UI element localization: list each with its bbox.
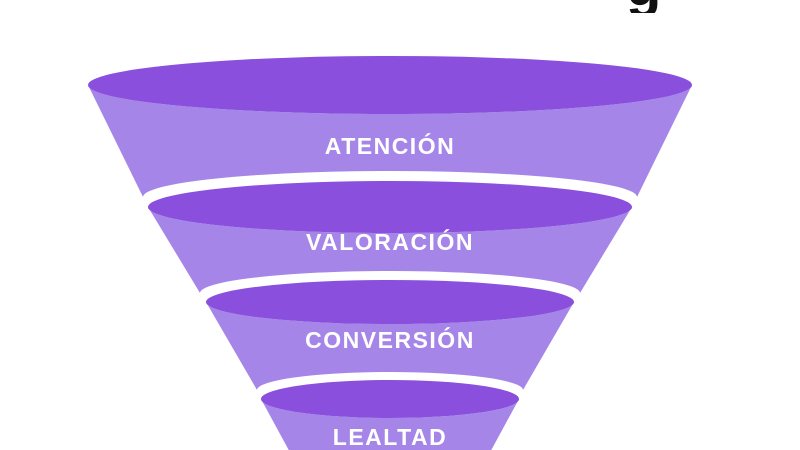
funnel-stage-valoracion: VALORACIÓN bbox=[148, 181, 632, 293]
funnel-stage-1-top-ellipse bbox=[88, 56, 692, 114]
funnel-stage-conversion: CONVERSIÓN bbox=[206, 280, 574, 390]
funnel-stage-1-label: ATENCIÓN bbox=[325, 132, 455, 159]
funnel-stage-1-body bbox=[88, 85, 692, 197]
cropped-title-fragment: g bbox=[598, 0, 688, 13]
funnel-stage-3-top-ellipse bbox=[206, 280, 574, 324]
funnel-stage-4-label: LEALTAD bbox=[333, 424, 447, 450]
funnel-stage-2-top-ellipse bbox=[148, 181, 632, 233]
funnel-stage-4-body bbox=[261, 399, 519, 450]
funnel-stage-atencion: ATENCIÓN bbox=[88, 56, 692, 197]
funnel-stage-3-label: CONVERSIÓN bbox=[305, 326, 475, 353]
title-glyph: g bbox=[626, 0, 661, 13]
funnel-stage-3-body bbox=[206, 302, 574, 390]
funnel-stage-2-label: VALORACIÓN bbox=[306, 228, 474, 255]
funnel-stage-4-top-ellipse bbox=[261, 380, 519, 418]
funnel-stage-lealtad: LEALTAD bbox=[261, 380, 519, 450]
funnel-stage-2-body bbox=[148, 207, 632, 293]
